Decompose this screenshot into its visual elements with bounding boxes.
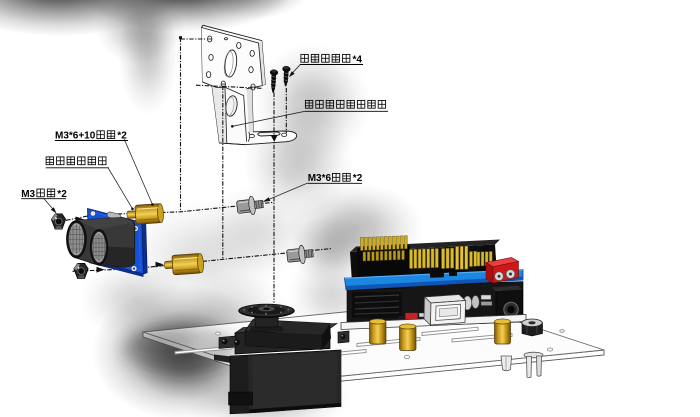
- svg-text:*2: *2: [117, 131, 127, 142]
- svg-text:M3*6: M3*6: [308, 173, 332, 184]
- svg-text:M3: M3: [21, 189, 35, 200]
- svg-text:*4: *4: [353, 55, 363, 66]
- svg-text:*2: *2: [57, 189, 67, 200]
- svg-text:*2: *2: [353, 173, 363, 184]
- svg-text:M3*6+10: M3*6+10: [55, 131, 96, 142]
